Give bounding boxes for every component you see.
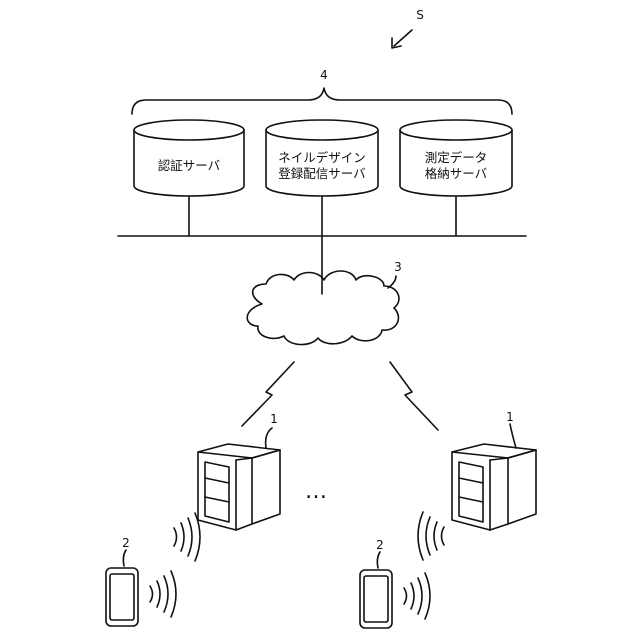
system-ref-arrow [392,30,412,48]
server-bus [118,196,526,294]
server-label-data-line-2: 格納サーバ [400,166,512,182]
server-group-ref-label: 4 [314,68,334,84]
ellipsis-label: … [296,478,336,507]
server-label-auth-line: 認証サーバ [134,158,244,174]
device-wifi-waves-right [418,512,444,560]
terminal-ref-leader-right [377,552,380,568]
server-group-brace [132,88,512,114]
network-ref-label: 3 [388,260,408,276]
device-ref-leader-left [266,428,272,448]
network-cloud [247,271,399,345]
phone-wifi-waves-right [404,573,430,619]
terminal-ref-label-right: 2 [370,538,390,554]
terminal-ref-label-left: 2 [116,536,136,552]
server-label-data-line-1: 測定データ [400,150,512,166]
server-label-design-line-1: ネイルデザイン [262,150,382,166]
phone-wifi-waves-left [150,571,176,617]
device-ref-label-left: 1 [264,412,284,428]
nail-device-left [198,444,280,530]
smartphone-left [106,568,138,626]
server-label-design-line-2: 登録配信サーバ [262,166,382,182]
wireless-link-right [390,362,438,430]
network-ref-leader [388,276,396,288]
server-label-design: ネイルデザイン 登録配信サーバ [262,150,382,183]
nail-device-right [452,444,536,530]
device-ref-leader-right [510,424,516,448]
device-wifi-waves-left [174,513,200,561]
server-label-data: 測定データ 格納サーバ [400,150,512,183]
server-label-auth: 認証サーバ [134,158,244,174]
system-ref-label: S [410,8,430,24]
terminal-ref-leader-left [123,550,126,566]
device-ref-label-right: 1 [500,410,520,426]
smartphone-right [360,570,392,628]
